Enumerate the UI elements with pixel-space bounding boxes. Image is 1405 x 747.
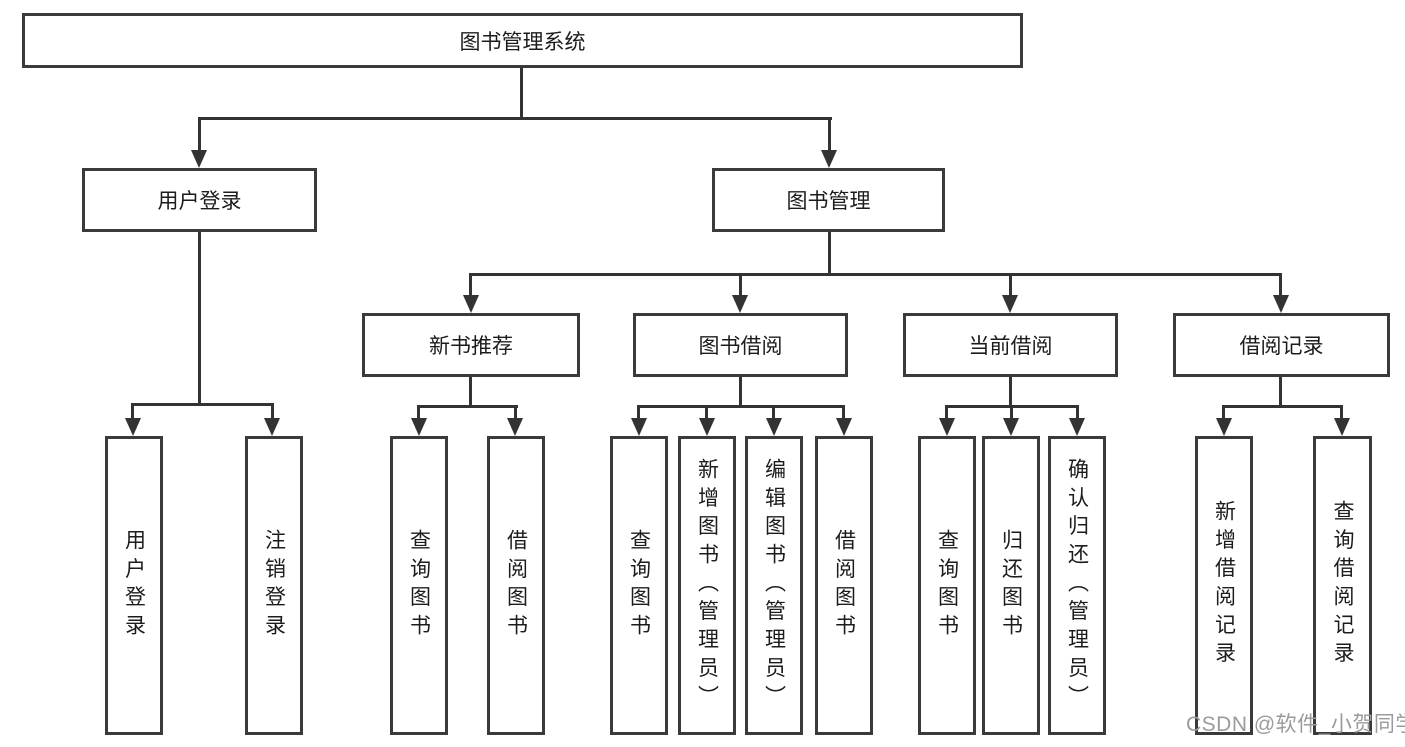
leaf-current-return: 归还图书 [982,436,1040,735]
connector-login-rail [131,403,274,406]
node-new-books: 新书推荐 [362,313,580,377]
arrowhead-login-icon [191,150,207,168]
node-user-login: 用户登录 [82,168,317,232]
node-book-borrow-label: 图书借阅 [698,335,783,358]
leaf-borrow-edit-admin: 编辑图书（管理员） [745,436,803,735]
connector-newbooks-stem [469,377,472,407]
leaf-user-login: 用户登录 [105,436,163,735]
node-book-borrow: 图书借阅 [633,313,848,377]
connector-root-rail [198,117,832,120]
connector-arrow-bwedit-stem [772,405,775,419]
arrowhead-curquery-icon [939,418,955,436]
leaf-borrow-borrow: 借阅图书 [815,436,873,735]
leaf-borrow-query: 查询图书 [610,436,668,735]
connector-arrow-bwadd-stem [705,405,708,419]
connector-root-stem [520,68,523,117]
connector-login-stem [198,232,201,403]
arrowhead-records-icon [1273,295,1289,313]
connector-arrow-curconfirm-stem [1076,405,1079,419]
node-new-books-label: 新书推荐 [429,335,513,358]
connector-arrow-newbooks-stem [469,273,472,296]
arrowhead-bwborrow-icon [836,418,852,436]
connector-arrow-borrow-stem [739,273,742,296]
node-current-borrow: 当前借阅 [903,313,1118,377]
leaf-borrow-add-admin: 新增图书（管理员） [678,436,736,735]
connector-bookborrow-stem [739,377,742,407]
connector-arrow-nbborrow-stem [514,405,517,419]
leaf-newbook-borrow: 借阅图书 [487,436,545,735]
connector-records-rail [1222,405,1343,408]
connector-newbooks-rail [417,405,518,408]
arrowhead-curconfirm-icon [1069,418,1085,436]
leaf-current-confirm-admin: 确认归还（管理员） [1048,436,1106,735]
connector-records-stem [1279,377,1282,407]
node-root: 图书管理系统 [22,13,1023,68]
connector-arrow-userlogin-stem [131,403,134,419]
arrowhead-nbborrow-icon [507,418,523,436]
node-root-label: 图书管理系统 [459,30,586,54]
connector-mgmt-stem [828,232,831,273]
connector-arrow-recadd-stem [1222,405,1225,419]
arrowhead-mgmt-icon [821,150,837,168]
leaf-newbook-query: 查询图书 [390,436,448,735]
arrowhead-userlogin-icon [125,418,141,436]
node-current-borrow-label: 当前借阅 [968,335,1053,358]
csdn-watermark: CSDN @软件_小贺同学 [1186,713,1405,736]
node-user-login-label: 用户登录 [157,190,242,213]
connector-arrow-logout-stem [271,403,274,419]
arrowhead-borrow-icon [732,295,748,313]
arrowhead-newbooks-icon [463,295,479,313]
arrowhead-curreturn-icon [1003,418,1019,436]
node-borrow-records: 借阅记录 [1173,313,1390,377]
connector-arrow-current-stem [1009,273,1012,296]
leaf-current-query: 查询图书 [918,436,976,735]
leaf-record-query: 查询借阅记录 [1313,436,1372,735]
connector-arrow-bwborrow-stem [842,405,845,419]
connector-currentborrow-stem [1009,377,1012,407]
arrowhead-bwedit-icon [766,418,782,436]
connector-mgmt-rail [469,273,1282,276]
connector-arrow-login-stem [198,117,201,151]
arrowhead-nbquery-icon [411,418,427,436]
connector-arrow-nbquery-stem [417,405,420,419]
connector-arrow-recquery-stem [1340,405,1343,419]
connector-arrow-curreturn-stem [1010,405,1013,419]
node-book-mgmt: 图书管理 [712,168,945,232]
connector-arrow-bwquery-stem [637,405,640,419]
arrowhead-current-icon [1002,295,1018,313]
connector-arrow-records-stem [1279,273,1282,296]
connector-arrow-mgmt-stem [828,117,831,151]
node-book-mgmt-label: 图书管理 [786,190,871,213]
leaf-record-add: 新增借阅记录 [1195,436,1253,735]
connector-arrow-curquery-stem [945,405,948,419]
connector-bookborrow-rail [637,405,845,408]
leaf-logout: 注销登录 [245,436,303,735]
arrowhead-recquery-icon [1334,418,1350,436]
arrowhead-bwadd-icon [699,418,715,436]
arrowhead-logout-icon [264,418,280,436]
node-borrow-records-label: 借阅记录 [1239,335,1324,358]
arrowhead-bwquery-icon [631,418,647,436]
arrowhead-recadd-icon [1216,418,1232,436]
